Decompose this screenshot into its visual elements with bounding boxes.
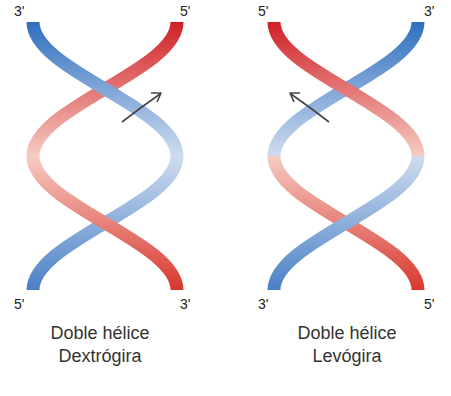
- helix-caption: Doble hélice Levógira: [267, 322, 427, 368]
- helix-caption: Doble hélice Dextrógira: [20, 322, 180, 368]
- strand: [33, 22, 177, 156]
- strand: [274, 22, 418, 156]
- rotation-arrow: [291, 94, 329, 122]
- strand-end-label: 5': [180, 3, 190, 19]
- strand: [33, 156, 177, 290]
- strand-end-label: 3': [424, 3, 434, 19]
- right-handed-helix: [33, 22, 177, 290]
- strand-end-label: 3': [258, 296, 268, 312]
- strand: [33, 22, 177, 156]
- arrow-head: [151, 93, 161, 102]
- rotation-arrow: [122, 94, 160, 122]
- strand: [274, 22, 418, 156]
- strand: [274, 156, 418, 290]
- left-handed-helix: [274, 22, 418, 290]
- strand: [274, 156, 418, 290]
- strand-end-label: 3': [14, 3, 24, 19]
- strand: [33, 156, 177, 290]
- strand-end-label: 5': [258, 3, 268, 19]
- rotation-arrows: [122, 93, 329, 122]
- strand-end-label: 5': [424, 296, 434, 312]
- strand-end-label: 3': [180, 296, 190, 312]
- arrow-head: [290, 93, 300, 102]
- strand-end-label: 5': [14, 296, 24, 312]
